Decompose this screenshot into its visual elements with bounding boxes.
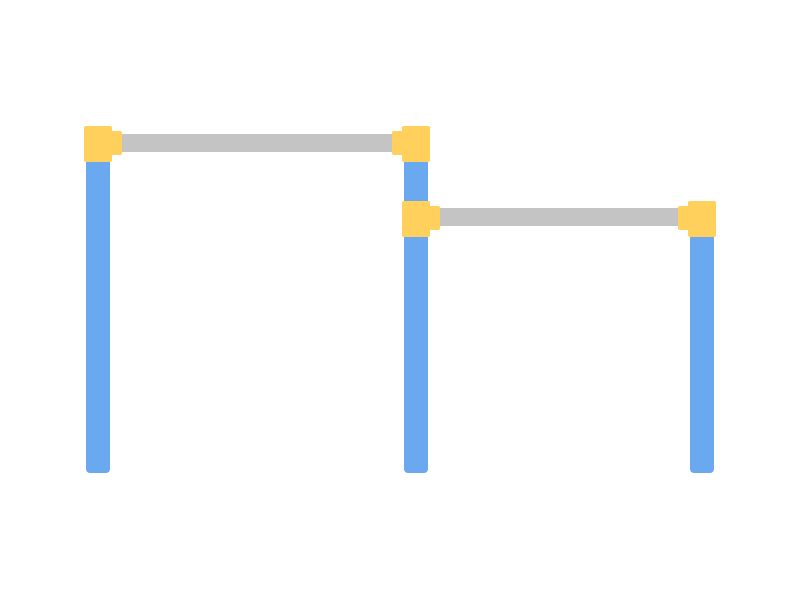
connector-right-top xyxy=(678,201,716,237)
post-left xyxy=(86,150,110,473)
post-middle xyxy=(404,150,428,473)
connector-middle-top xyxy=(392,126,430,162)
beam-lower xyxy=(430,208,692,226)
beam-upper xyxy=(112,134,406,152)
connector-middle-mid xyxy=(402,201,440,237)
post-right xyxy=(690,225,714,473)
connector-left-top xyxy=(84,126,122,162)
